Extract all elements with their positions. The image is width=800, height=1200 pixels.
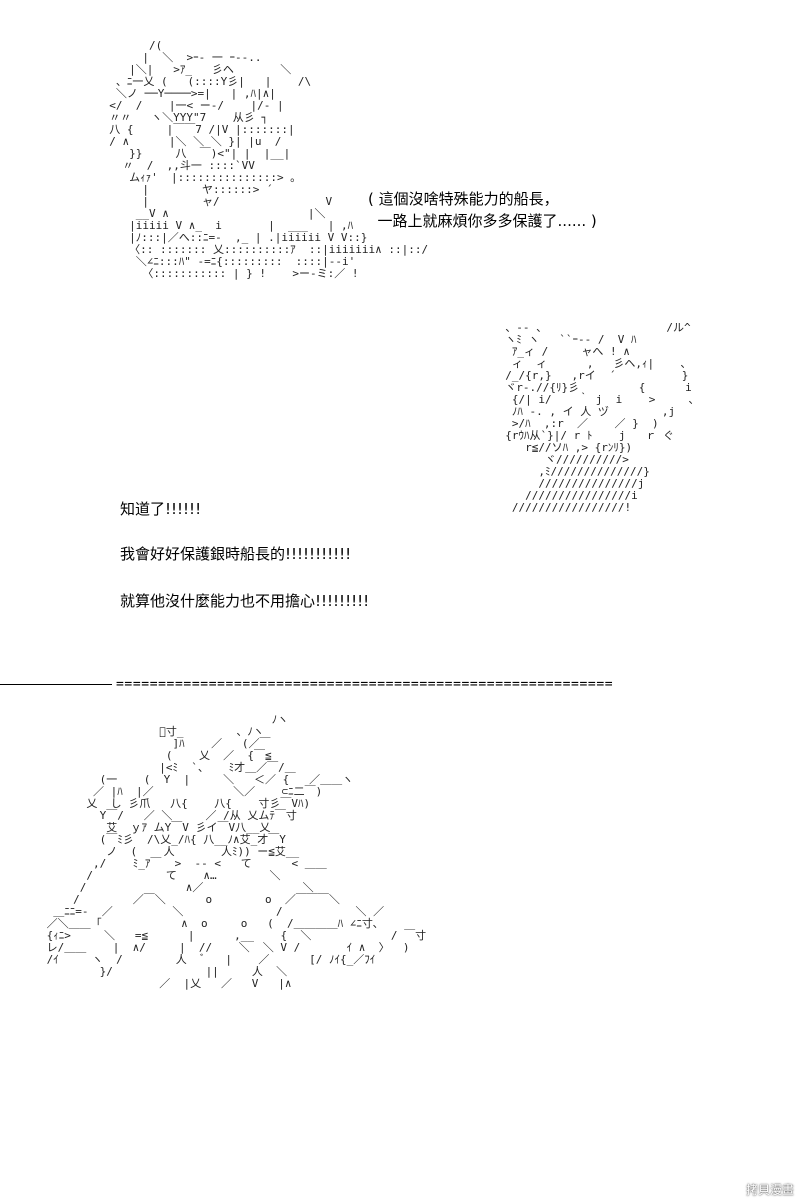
lower-ascii-art-group: ﾉヽ ﾞ寸_ 、ﾉヽ ]ﾊ ／ (／￣ ( 乂 ／ {￣≦ |<ﾐ `、 ﾐ才＿… <box>46 713 427 990</box>
reply-line-2: 我會好好保護銀時船長的!!!!!!!!!!! <box>120 545 352 563</box>
reply-line-3: 就算他沒什麼能力也不用擔心!!!!!!!!! <box>120 592 370 610</box>
speech-bubble: ( 這個沒啥特殊能力的船長， 一路上就麻煩你多多保護了...... ) <box>368 190 597 230</box>
character-ascii-art-left: /( | ＼ >ｰ- 一 ｰ--.. |＼| >ｱ_ 彡ヘ ＼ 、ﾆ一乂 ( (… <box>109 39 429 280</box>
character-ascii-art-right: 、-- 、 /ル^ ヽﾐ ヽ ``ｰ-- / V ﾊ ｱ_ィ / ャへ ! ∧ … <box>505 321 700 514</box>
reply-line-1: 知道了!!!!!! <box>120 500 202 518</box>
watermark: 拷貝漫畫 <box>745 1183 794 1197</box>
panel-divider: ========================================… <box>0 676 800 692</box>
divider-equals: ========================================… <box>116 676 614 692</box>
divider-rule <box>0 683 112 685</box>
